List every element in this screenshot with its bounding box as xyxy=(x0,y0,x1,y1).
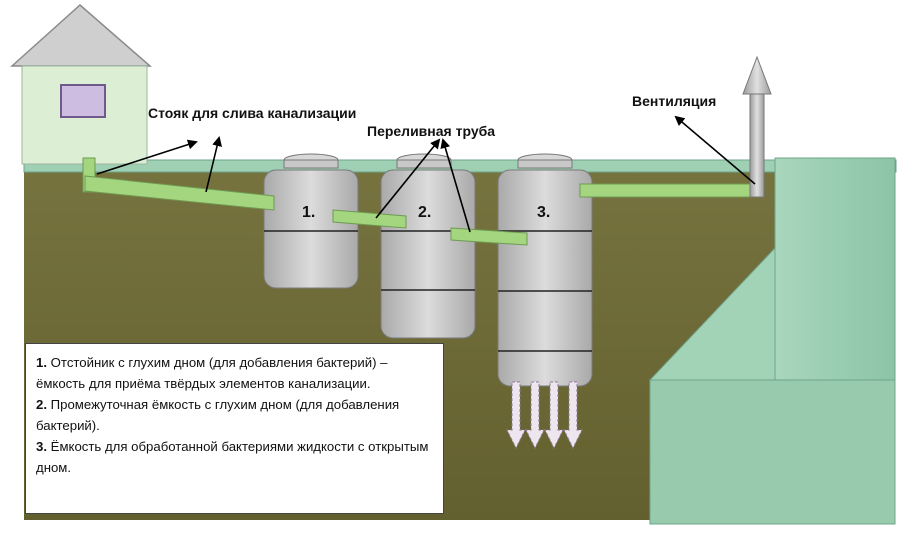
riser-label: Стояк для слива канализации xyxy=(148,105,356,121)
tank-3-number: 3. xyxy=(537,204,550,221)
house xyxy=(10,3,153,165)
legend-item-1-text: Отстойник с глухим дном (для добавления … xyxy=(36,355,388,391)
legend-box: 1. Отстойник с глухим дном (для добавлен… xyxy=(25,343,444,514)
legend-item-3: 3. Ёмкость для обработанной бактериями ж… xyxy=(36,436,433,478)
vent-pipe xyxy=(742,55,772,198)
pipes xyxy=(82,157,757,246)
legend-item-2-number: 2. xyxy=(36,397,47,412)
tank-1-number: 1. xyxy=(302,204,315,221)
legend-item-3-text: Ёмкость для обработанной бактериями жидк… xyxy=(36,439,429,475)
pointer-arrows xyxy=(96,115,756,233)
overflow-pipe-1 xyxy=(332,209,407,229)
seepage-arrows xyxy=(506,381,583,450)
retaining-structure xyxy=(648,157,896,525)
tank-1 xyxy=(263,153,359,289)
drain-pipe xyxy=(84,175,275,211)
tank-3 xyxy=(497,153,593,387)
vent-arrow-icon xyxy=(742,55,772,95)
upper-wall xyxy=(774,157,896,381)
legend-item-1: 1. Отстойник с глухим дном (для добавлен… xyxy=(36,352,433,394)
lower-wall xyxy=(649,379,896,525)
legend-item-2-text: Промежуточная ёмкость с глухим дном (для… xyxy=(36,397,400,433)
house-window xyxy=(60,84,106,118)
overflow-pipe-2 xyxy=(450,227,528,246)
vent-horizontal-pipe xyxy=(579,183,757,198)
tank-2 xyxy=(380,153,476,339)
house-roof xyxy=(10,3,153,67)
tank-2-number: 2. xyxy=(418,204,431,221)
legend-item-2: 2. Промежуточная ёмкость с глухим дном (… xyxy=(36,394,433,436)
legend-item-3-number: 3. xyxy=(36,439,47,454)
overflow-label: Переливная труба xyxy=(367,123,495,139)
ventilation-label: Вентиляция xyxy=(632,93,716,109)
legend-item-1-number: 1. xyxy=(36,355,47,370)
